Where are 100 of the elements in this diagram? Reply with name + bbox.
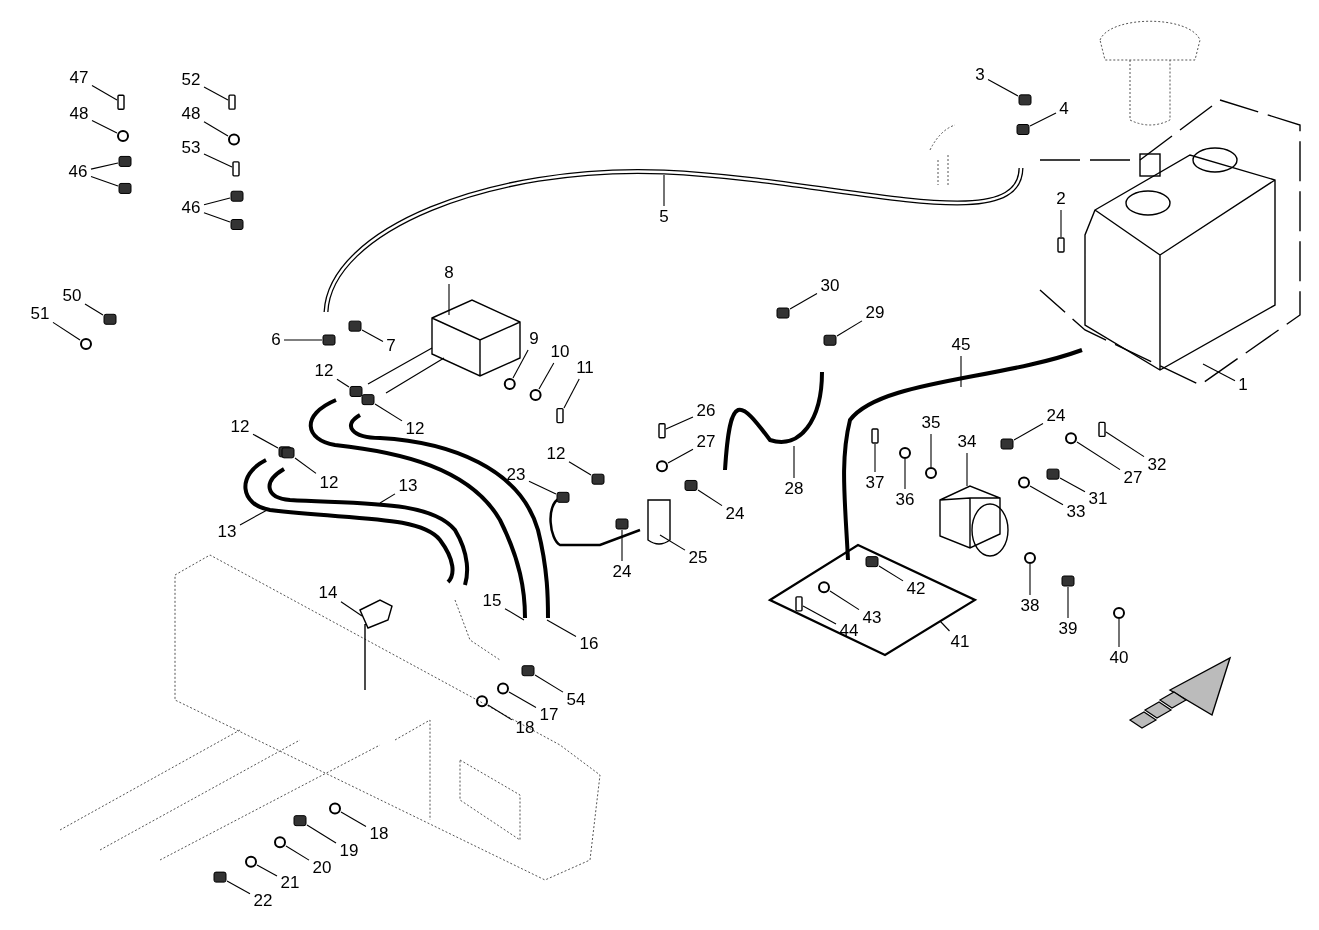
fitting-nut <box>103 313 117 325</box>
leader-line <box>789 292 818 310</box>
bolt <box>117 94 125 110</box>
callout-number: 29 <box>864 304 886 322</box>
leader-line <box>90 176 119 187</box>
leader-line <box>504 608 525 621</box>
leader-line <box>1105 431 1145 458</box>
leader-line <box>663 174 665 207</box>
bolt <box>871 428 879 444</box>
callout-number: 37 <box>864 474 886 492</box>
leader-line <box>1029 485 1064 506</box>
leader-line <box>697 489 723 507</box>
callout-number: 24 <box>1045 407 1067 425</box>
callout-number: 24 <box>724 505 746 523</box>
leader-line <box>1076 441 1121 471</box>
fitting-nut <box>865 556 879 568</box>
callout-number: 45 <box>950 336 972 354</box>
bolt <box>556 407 564 424</box>
leader-line <box>904 458 906 490</box>
callout-number: 52 <box>180 71 202 89</box>
callout-number: 9 <box>528 330 540 348</box>
leader-line <box>306 824 337 844</box>
leader-line <box>285 845 310 861</box>
bolt <box>232 161 240 177</box>
callout-number: 34 <box>956 433 978 451</box>
leader-line <box>659 534 686 551</box>
callout-number: 48 <box>180 105 202 123</box>
fitting-nut <box>591 473 605 485</box>
fitting-nut <box>230 219 244 230</box>
callout-number: 13 <box>216 523 238 541</box>
leader-line <box>1202 363 1236 382</box>
fitting-nut <box>684 479 698 491</box>
callout-number: 27 <box>695 433 717 451</box>
leader-line <box>528 480 557 495</box>
fitting-nut <box>615 518 629 530</box>
fitting-nut <box>118 155 132 167</box>
callout-number: 4 <box>1058 100 1070 118</box>
fitting-nut <box>349 386 363 397</box>
leader-line <box>1013 422 1044 441</box>
callout-number: 32 <box>1146 456 1168 474</box>
leader-line <box>987 78 1019 97</box>
washer-ring <box>497 682 509 695</box>
leader-line <box>939 620 951 632</box>
callout-number: 50 <box>61 287 83 305</box>
leader-line <box>1029 563 1031 596</box>
washer-ring <box>1113 607 1125 619</box>
callout-number: 28 <box>783 480 805 498</box>
callout-number: 44 <box>838 622 860 640</box>
leader-line <box>960 355 962 388</box>
leader-line <box>91 119 118 134</box>
leader-line <box>538 362 555 390</box>
leader-line <box>203 121 229 137</box>
callout-number: 22 <box>252 892 274 910</box>
callout-number: 17 <box>538 706 560 724</box>
callout-number: 14 <box>317 584 339 602</box>
washer-ring <box>274 836 286 849</box>
leader-line <box>374 403 403 422</box>
callout-number: 15 <box>481 592 503 610</box>
leader-line <box>361 329 384 343</box>
fitting-nut <box>1018 94 1032 106</box>
callout-number: 31 <box>1087 490 1109 508</box>
callout-number: 33 <box>1065 503 1087 521</box>
callout-number: 46 <box>180 199 202 217</box>
callout-number: 39 <box>1057 620 1079 638</box>
callout-number: 12 <box>313 362 335 380</box>
leader-line <box>966 452 968 487</box>
callout-number: 8 <box>443 264 455 282</box>
callout-number: 24 <box>611 563 633 581</box>
callout-number: 38 <box>1019 597 1041 615</box>
callout-number: 43 <box>861 609 883 627</box>
washer-ring <box>503 378 516 390</box>
callout-number: 54 <box>565 691 587 709</box>
fitting-nut <box>1000 438 1014 450</box>
washer-ring <box>329 802 341 815</box>
leader-line <box>665 416 694 430</box>
leader-line <box>203 86 229 101</box>
leader-line <box>336 378 350 388</box>
leader-line <box>252 433 279 449</box>
callout-number: 18 <box>514 719 536 737</box>
leader-line <box>508 691 537 709</box>
washer-ring <box>117 130 129 142</box>
callout-number: 46 <box>67 163 89 181</box>
leader-line <box>448 283 450 316</box>
leader-line <box>203 153 233 168</box>
washer-ring <box>476 695 488 708</box>
washer-ring <box>1065 432 1077 445</box>
callout-number: 42 <box>905 580 927 598</box>
leader-line <box>487 704 513 721</box>
callout-number: 2 <box>1055 190 1067 208</box>
leader-line <box>930 433 932 468</box>
callout-number: 12 <box>318 474 340 492</box>
leader-line <box>1029 112 1057 127</box>
leader-line <box>379 493 396 504</box>
callout-number: 6 <box>270 331 282 349</box>
leader-line <box>226 880 251 895</box>
leader-line <box>563 378 580 409</box>
callout-number: 47 <box>68 69 90 87</box>
callout-number: 40 <box>1108 649 1130 667</box>
fitting-nut <box>230 190 244 202</box>
fitting-nut <box>348 320 362 332</box>
